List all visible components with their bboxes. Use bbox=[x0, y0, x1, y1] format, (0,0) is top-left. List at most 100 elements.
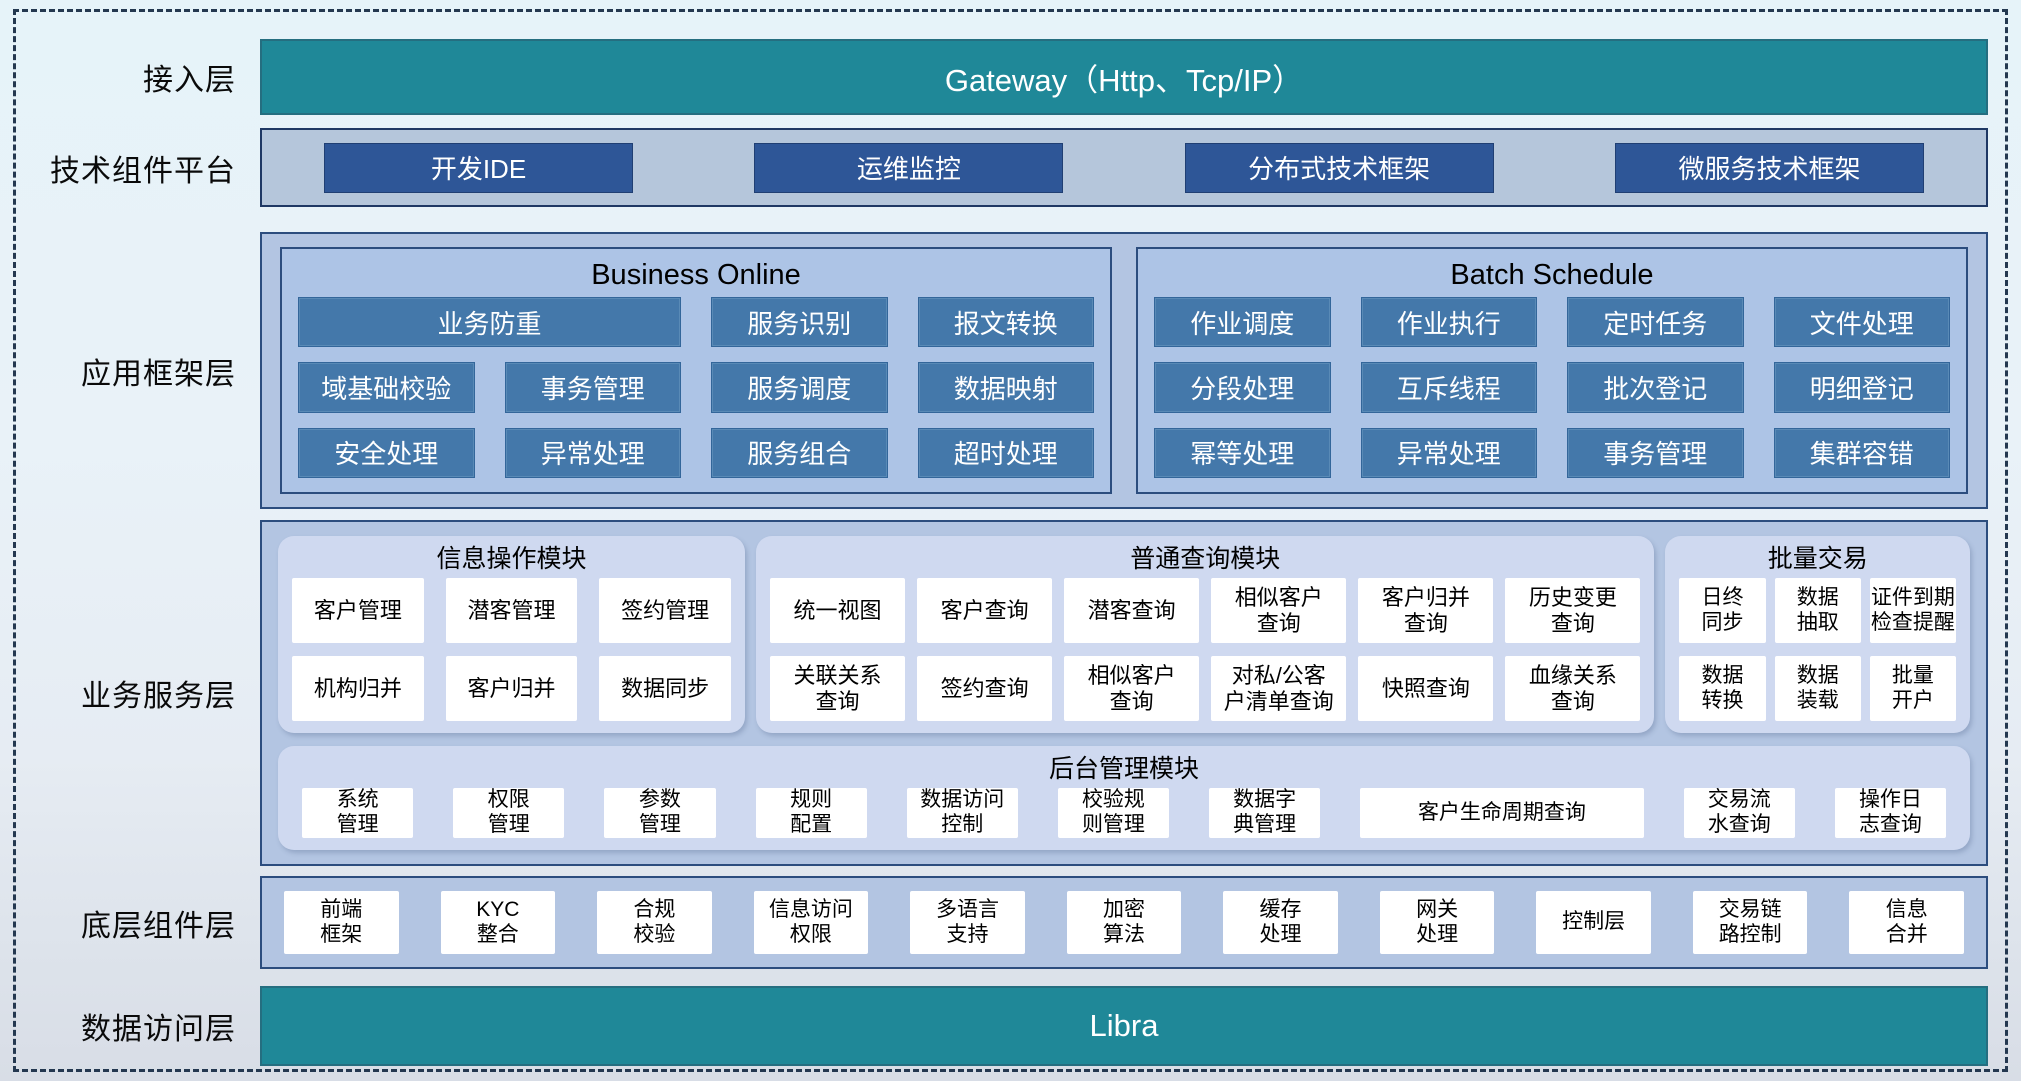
batch-trade-cell: 数据 抽取 bbox=[1774, 578, 1861, 644]
batch-schedule-cell: 批次登记 bbox=[1567, 362, 1744, 413]
tech-item: 开发IDE bbox=[324, 142, 633, 193]
base-component-cell: 合规 校验 bbox=[597, 891, 712, 954]
query-module-cell: 统一视图 bbox=[769, 578, 906, 644]
info-module-panel: 信息操作模块 客户管理 潜客管理 签约管理 机构归并 客户归并 数据同步 bbox=[278, 536, 745, 734]
query-module-cell: 对私/公客 户清单查询 bbox=[1211, 656, 1347, 722]
tech-item: 微服务技术框架 bbox=[1614, 142, 1924, 193]
admin-module-cell: 系统 管理 bbox=[302, 788, 414, 838]
batch-trade-panel: 批量交易 日终 同步 数据 抽取 证件到期 检查提醒 数据 转换 数据 装载 批… bbox=[1665, 536, 1970, 734]
query-module-cell: 历史变更 查询 bbox=[1505, 578, 1641, 644]
query-module-cell: 快照查询 bbox=[1358, 656, 1494, 722]
base-component-cell: 控制层 bbox=[1536, 891, 1651, 954]
business-online-cell: 异常处理 bbox=[504, 427, 681, 478]
query-module-cell: 关联关系 查询 bbox=[769, 656, 906, 722]
admin-module-cell: 操作日 志查询 bbox=[1834, 788, 1947, 838]
batch-schedule-cell: 作业调度 bbox=[1154, 297, 1331, 348]
base-components-strip: 前端 框架 KYC 整合 合规 校验 信息访问 权限 多语言 支持 加密 算法 … bbox=[260, 876, 1988, 969]
query-module-cell: 相似客户 查询 bbox=[1211, 578, 1347, 644]
business-online-cell: 安全处理 bbox=[298, 427, 475, 478]
tech-item: 分布式技术框架 bbox=[1184, 142, 1494, 193]
app-framework-label: 应用框架层 bbox=[81, 357, 236, 391]
batch-schedule-cell: 幂等处理 bbox=[1154, 427, 1331, 478]
batch-schedule-cell: 明细登记 bbox=[1773, 362, 1950, 413]
tech-item: 运维监控 bbox=[754, 142, 1064, 193]
access-layer-row: 接入层 Gateway（Http、Tcp/IP） bbox=[0, 39, 1988, 115]
data-access-row: 数据访问层 Libra bbox=[0, 986, 1988, 1066]
batch-schedule-cell: 分段处理 bbox=[1154, 362, 1331, 413]
batch-schedule-grid: 作业调度 作业执行 定时任务 文件处理 分段处理 互斥线程 批次登记 明细登记 … bbox=[1154, 297, 1950, 478]
libra-bar: Libra bbox=[260, 986, 1988, 1066]
business-service-panel: 信息操作模块 客户管理 潜客管理 签约管理 机构归并 客户归并 数据同步 普通查… bbox=[260, 520, 1988, 866]
admin-module-cell: 规则 配置 bbox=[755, 788, 867, 838]
admin-module-cell: 数据字 典管理 bbox=[1209, 788, 1321, 838]
batch-schedule-cell: 事务管理 bbox=[1567, 427, 1744, 478]
base-components-row: 底层组件层 前端 框架 KYC 整合 合规 校验 信息访问 权限 多语言 支持 … bbox=[0, 876, 1988, 969]
data-access-label: 数据访问层 bbox=[81, 1013, 236, 1046]
batch-schedule-title: Batch Schedule bbox=[1450, 259, 1654, 291]
batch-schedule-cell: 互斥线程 bbox=[1360, 362, 1537, 413]
batch-schedule-section: Batch Schedule 作业调度 作业执行 定时任务 文件处理 分段处理 … bbox=[1136, 247, 1968, 494]
admin-module-cell: 参数 管理 bbox=[604, 788, 716, 838]
info-module-cell: 潜客管理 bbox=[445, 578, 578, 644]
info-module-cell: 客户管理 bbox=[292, 578, 424, 644]
batch-trade-cell: 证件到期 检查提醒 bbox=[1869, 578, 1956, 644]
business-online-cell: 域基础校验 bbox=[298, 362, 475, 413]
business-online-cell: 事务管理 bbox=[504, 362, 681, 413]
base-component-cell: 信息 合并 bbox=[1849, 891, 1965, 954]
business-online-cell: 服务组合 bbox=[711, 427, 888, 478]
app-framework-row: 应用框架层 Business Online 业务防重 服务识别 报文转换 域基础… bbox=[0, 232, 1988, 509]
business-online-grid: 业务防重 服务识别 报文转换 域基础校验 事务管理 服务调度 数据映射 安全处理… bbox=[298, 297, 1094, 478]
admin-module-title: 后台管理模块 bbox=[1048, 755, 1199, 784]
business-online-cell: 业务防重 bbox=[298, 297, 681, 348]
query-module-cell: 客户归并 查询 bbox=[1358, 578, 1494, 644]
batch-trade-cell: 批量 开户 bbox=[1869, 656, 1956, 722]
base-component-cell: 信息访问 权限 bbox=[753, 891, 869, 954]
base-component-cell: 前端 框架 bbox=[284, 891, 399, 954]
tech-platform-strip: 开发IDE 运维监控 分布式技术框架 微服务技术框架 bbox=[260, 128, 1988, 207]
batch-schedule-cell: 文件处理 bbox=[1773, 297, 1950, 348]
business-online-cell: 报文转换 bbox=[917, 297, 1094, 348]
admin-module-cell: 权限 管理 bbox=[453, 788, 565, 838]
query-module-cell: 签约查询 bbox=[917, 656, 1053, 722]
business-online-cell: 服务调度 bbox=[711, 362, 888, 413]
business-online-title: Business Online bbox=[591, 259, 801, 291]
info-module-cell: 机构归并 bbox=[292, 656, 424, 722]
base-component-cell: 缓存 处理 bbox=[1223, 891, 1338, 954]
base-components-label: 底层组件层 bbox=[81, 909, 236, 943]
batch-schedule-cell: 集群容错 bbox=[1773, 427, 1950, 478]
info-module-cell: 签约管理 bbox=[599, 578, 731, 644]
batch-schedule-cell: 作业执行 bbox=[1360, 297, 1537, 348]
info-module-cell: 数据同步 bbox=[599, 656, 731, 722]
info-module-title: 信息操作模块 bbox=[436, 545, 587, 573]
base-component-cell: 网关 处理 bbox=[1379, 891, 1495, 954]
query-module-cell: 潜客查询 bbox=[1064, 578, 1200, 644]
batch-trade-cell: 数据 转换 bbox=[1679, 656, 1766, 722]
business-online-cell: 超时处理 bbox=[917, 427, 1094, 478]
query-module-cell: 相似客户 查询 bbox=[1064, 656, 1200, 722]
base-component-cell: 交易链 路控制 bbox=[1692, 891, 1808, 954]
batch-trade-cell: 日终 同步 bbox=[1679, 578, 1766, 644]
base-component-cell: KYC 整合 bbox=[440, 891, 556, 954]
query-module-panel: 普通查询模块 统一视图 客户查询 潜客查询 相似客户 查询 客户归并 查询 历史… bbox=[755, 536, 1655, 734]
query-module-title: 普通查询模块 bbox=[1130, 545, 1281, 573]
admin-module-panel: 后台管理模块 系统 管理 权限 管理 参数 管理 规则 配置 数据访问 控制 校… bbox=[278, 746, 1970, 850]
batch-schedule-cell: 定时任务 bbox=[1567, 297, 1744, 348]
admin-module-grid: 系统 管理 权限 管理 参数 管理 规则 配置 数据访问 控制 校验规 则管理 … bbox=[292, 788, 1956, 838]
admin-module-cell: 客户生命周期查询 bbox=[1360, 788, 1644, 838]
business-service-row: 业务服务层 信息操作模块 客户管理 潜客管理 签约管理 机构归并 客户归并 数据… bbox=[0, 520, 1988, 866]
app-framework-panel: Business Online 业务防重 服务识别 报文转换 域基础校验 事务管… bbox=[260, 232, 1988, 509]
admin-module-cell: 数据访问 控制 bbox=[906, 788, 1018, 838]
base-component-cell: 多语言 支持 bbox=[910, 891, 1025, 954]
tech-platform-row: 技术组件平台 开发IDE 运维监控 分布式技术框架 微服务技术框架 bbox=[0, 128, 1988, 207]
business-online-section: Business Online 业务防重 服务识别 报文转换 域基础校验 事务管… bbox=[280, 247, 1112, 494]
tech-platform-label: 技术组件平台 bbox=[50, 154, 236, 188]
business-service-label: 业务服务层 bbox=[81, 680, 236, 713]
info-module-cell: 客户归并 bbox=[445, 656, 578, 722]
query-module-cell: 血缘关系 查询 bbox=[1505, 656, 1641, 722]
batch-schedule-cell: 异常处理 bbox=[1360, 427, 1537, 478]
access-layer-label: 接入层 bbox=[143, 64, 236, 97]
admin-module-cell: 校验规 则管理 bbox=[1057, 788, 1170, 838]
business-online-cell: 服务识别 bbox=[711, 297, 888, 348]
query-module-cell: 客户查询 bbox=[917, 578, 1053, 644]
